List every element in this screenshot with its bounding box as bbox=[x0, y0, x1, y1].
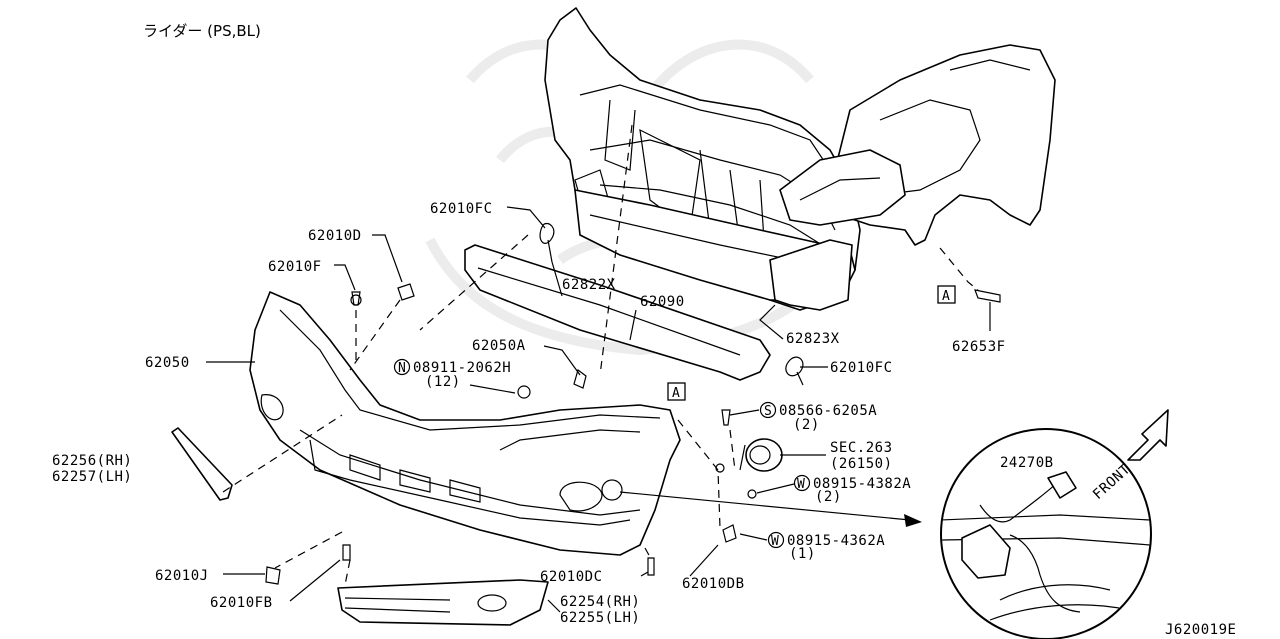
label-62010dc[interactable]: 62010DC bbox=[540, 569, 603, 585]
label-62010fc-right[interactable]: 62010FC bbox=[830, 360, 893, 376]
ref-marker-a-top: A bbox=[937, 285, 956, 304]
svg-text:(26150): (26150) bbox=[830, 456, 893, 472]
label-62010f[interactable]: 62010F bbox=[268, 259, 322, 275]
diagram-id: J620019E bbox=[1165, 622, 1236, 638]
label-24270b[interactable]: 24270B bbox=[1000, 455, 1054, 471]
lower-grille-62254[interactable] bbox=[337, 579, 549, 626]
fog-lamp[interactable] bbox=[739, 438, 783, 472]
label-62822x[interactable]: 62822X bbox=[562, 277, 616, 293]
svg-text:08911-2062H: 08911-2062H bbox=[413, 360, 511, 376]
clip-62010fc-top[interactable] bbox=[539, 222, 555, 263]
label-s-bolt[interactable]: S 08566-6205A (2) bbox=[759, 401, 878, 434]
label-sec-263[interactable]: SEC.263 (26150) bbox=[830, 440, 893, 472]
svg-text:(1): (1) bbox=[789, 546, 816, 562]
label-n-bolt[interactable]: N 08911-2062H (12) bbox=[393, 358, 512, 391]
detail-view-24270b[interactable] bbox=[940, 428, 1152, 639]
svg-text:08566-6205A: 08566-6205A bbox=[779, 403, 877, 419]
svg-text:SEC.263: SEC.263 bbox=[830, 440, 893, 456]
fasteners bbox=[265, 283, 757, 585]
label-62257[interactable]: 62257(LH) bbox=[52, 469, 132, 485]
label-w-washer-1[interactable]: W 08915-4382A (2) bbox=[793, 474, 912, 506]
label-62010fb[interactable]: 62010FB bbox=[210, 595, 273, 611]
label-62010fc-top[interactable]: 62010FC bbox=[430, 201, 493, 217]
svg-text:W: W bbox=[797, 477, 805, 492]
diagram-title: ライダー (PS,BL) bbox=[143, 22, 261, 40]
svg-text:A: A bbox=[942, 289, 950, 304]
svg-text:(12): (12) bbox=[425, 374, 461, 390]
svg-text:N: N bbox=[398, 361, 406, 376]
label-62256[interactable]: 62256(RH) bbox=[52, 453, 132, 469]
label-62823x[interactable]: 62823X bbox=[786, 331, 840, 347]
label-62653f[interactable]: 62653F bbox=[952, 339, 1006, 355]
svg-text:S: S bbox=[764, 404, 772, 419]
label-62255[interactable]: 62255(LH) bbox=[560, 610, 640, 626]
svg-text:(2): (2) bbox=[815, 489, 842, 505]
bracket-62823x[interactable] bbox=[769, 239, 853, 311]
svg-text:08915-4382A: 08915-4382A bbox=[813, 476, 911, 492]
label-62090[interactable]: 62090 bbox=[640, 294, 685, 310]
side-marker-62256[interactable] bbox=[171, 427, 233, 501]
label-62010d[interactable]: 62010D bbox=[308, 228, 362, 244]
label-62010db[interactable]: 62010DB bbox=[682, 576, 745, 592]
ref-marker-a-bumper: A bbox=[667, 382, 686, 401]
assembly-lines bbox=[222, 124, 979, 586]
label-62050[interactable]: 62050 bbox=[145, 355, 190, 371]
svg-text:(2): (2) bbox=[793, 417, 820, 433]
svg-text:08915-4362A: 08915-4362A bbox=[787, 533, 885, 549]
label-62010j[interactable]: 62010J bbox=[155, 568, 209, 584]
label-62254[interactable]: 62254(RH) bbox=[560, 594, 640, 610]
bracket-62653f[interactable] bbox=[974, 289, 1001, 303]
label-w-washer-2[interactable]: W 08915-4362A (1) bbox=[767, 531, 886, 563]
part-labels: 62010FC 62010D 62010F 62822X 62090 62823… bbox=[52, 201, 1236, 638]
svg-text:W: W bbox=[771, 534, 779, 549]
reinforcement-beam-62090[interactable] bbox=[464, 244, 771, 381]
svg-text:A: A bbox=[672, 386, 680, 401]
bumper-fascia-62050[interactable] bbox=[249, 291, 681, 556]
detail-arrow bbox=[619, 491, 922, 527]
clip-62010fc-right[interactable] bbox=[785, 356, 804, 386]
label-62050a[interactable]: 62050A bbox=[472, 338, 526, 354]
